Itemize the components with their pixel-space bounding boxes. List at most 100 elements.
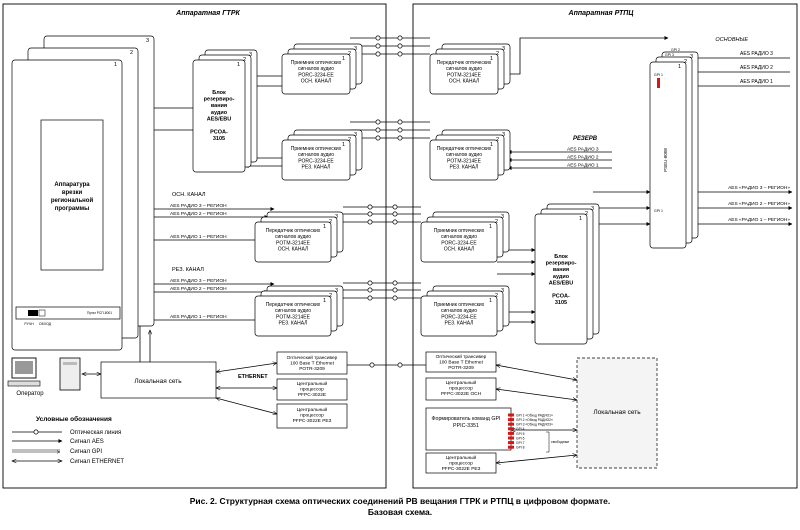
gpi-output-mark [508,427,514,431]
pc-drive [63,362,77,365]
device-label: Пульт РСП-8001 [87,311,112,315]
insertion-title: Аппаратура [54,182,90,188]
gpi-output-label: GPI 7 [516,441,525,445]
right-transceiver-box [425,351,497,373]
figure-subcaption: Базовая схема. [367,507,433,517]
card-number: 3 [591,206,594,212]
card-number: 2 [496,51,499,57]
room-gtrk-title: Аппаратная ГТРК [175,10,240,17]
left-transceiver-text: POTR-3209 [299,366,325,372]
gpi-former-text: Формирователь команд GPI [432,416,501,422]
module-text: РЕЗ. КАНАЛ [450,165,479,171]
card [420,221,498,263]
card-number: 2 [585,211,588,217]
left-cpu-main-text: PFPC-3022E [298,392,326,398]
card-number: 1 [490,56,493,62]
left-lan-box [100,361,217,399]
left-transceiver-text: 100 Base T Ethernet [290,361,334,367]
legend-title: Условные обозначения [36,415,112,423]
right-lan-box [576,357,658,469]
keyboard [7,380,41,387]
operator-workstation [7,357,81,391]
module-text: PORC-3234-EE [298,72,334,78]
module-text: РЕЗ. КАНАЛ [279,321,308,327]
right-rx-main [420,211,510,263]
right-backup-title: Блок [554,254,568,260]
left-cpu-main-text: Центральный [297,380,328,387]
gpi-switch-port: GPI 2 [671,48,680,52]
aes-region-out-label: AES «РАДИО 3 – РЕГИОН» [728,185,790,191]
right-backup-title: AES/EBU [549,280,573,286]
module-text: POTM-3214EE [447,158,482,164]
optical-connector [375,51,381,57]
insertion-inner-panel [40,119,104,271]
card-number: 1 [579,216,582,222]
gpi-switch-port: GPI 1 [654,73,663,77]
left-lan-label: Локальная сеть [134,378,182,385]
left-transceiver-text: Оптический трансивер [287,354,338,361]
optical-connector [392,219,398,225]
module-text: сигналов аудио [298,66,334,72]
module-text: сигналов аудио [275,234,311,240]
optical-connector [392,204,398,210]
module-text: Приемник оптических [291,60,342,66]
osn-kanal-label: ОСН. КАНАЛ [172,192,206,198]
card-number: 2 [243,57,246,63]
card-number: 3 [335,288,338,294]
aes-region-label: AES РАДИО 2 – РЕГИОН [170,211,227,217]
card-number: 3 [502,46,505,52]
module-text: Передатчик оптических [437,146,492,152]
module-text: сигналов аудио [298,152,334,158]
gpi-output-mark [508,441,514,445]
legend-item-label: Сигнал ETHERNET [70,459,124,465]
right-cpu-res-text: Центральный [446,454,477,461]
left-tx-main [254,211,344,263]
card [281,139,351,181]
card [254,295,332,337]
pc-tower [59,357,81,391]
operator-label: Оператор [16,391,44,397]
card-number: 3 [249,52,252,58]
card-number: 2 [495,219,498,225]
module-text: РЕЗ. КАНАЛ [302,165,331,171]
ethernet-link [496,365,577,380]
optical-connector [367,219,373,225]
gpi-output-mark [508,418,514,422]
module-text: POTM-3214EE [276,240,311,246]
right-backup-title: аудио [553,274,570,280]
optical-connector [397,119,403,125]
module-text: сигналов аудио [446,152,482,158]
module-text: сигналов аудио [441,234,477,240]
module-text: PORC-3234-EE [298,158,334,164]
osnovnye-label: ОСНОВНЫЕ [715,37,748,43]
right-rx-res [420,285,510,337]
room-rtpc-frame [412,3,798,489]
rez-kanal-label: РЕЗ. КАНАЛ [172,267,204,273]
module-text: ОСН. КАНАЛ [449,79,479,85]
module-text: РЕЗ. КАНАЛ [445,321,474,327]
left-cpu-res-box [276,403,348,429]
module-text: Приемник оптических [434,302,485,308]
room-gtrk-frame [2,3,387,489]
right-cpu-main-text: PFPC-3022E ОСН [441,391,482,397]
left-cpu-res-text: Центральный [297,406,328,413]
right-transceiver-text: Оптический трансивер [436,353,487,360]
insertion-title: программы [55,206,89,212]
right-backup-title: PCOA- [552,294,570,300]
module-text: Передатчик оптических [437,60,492,66]
aes-region-label: AES РАДИО 3 – РЕГИОН [170,203,227,209]
module-text: Передатчик оптических [266,228,321,234]
card [420,295,498,337]
legend-item-label: Оптическая линия [70,430,121,436]
monitor-screen [15,361,33,374]
gpi-switch-unit [649,51,699,249]
left-rx-main [281,43,363,95]
card [254,221,332,263]
card-number: 3 [335,214,338,220]
gpi-output-label: GPI 1 «Обход РАДИО1» [516,413,553,417]
rezerv-label: РЕЗЕРВ [573,136,598,142]
card-number: 3 [146,38,149,44]
aes-region-out-label: AES «РАДИО 2 – РЕГИОН» [728,201,790,207]
boxes-layer [2,3,798,489]
